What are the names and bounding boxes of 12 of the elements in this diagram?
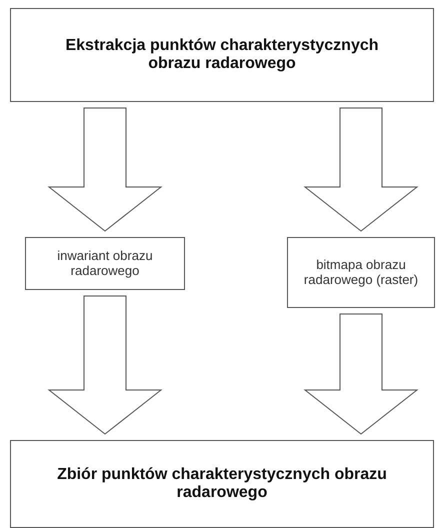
process-box (25, 237, 185, 290)
process-box (287, 237, 435, 308)
block-arrow (304, 314, 418, 435)
box-text: bitmapa obrazu radarowego (raster) (302, 258, 420, 288)
process-box (10, 8, 434, 102)
box-text: Zbiór punktów charakterystycznych obrazu radarowego (56, 466, 388, 502)
block-arrow (48, 108, 162, 232)
box-text: inwariant obrazu radarowego (56, 248, 154, 278)
block-arrow (304, 108, 418, 232)
block-arrow (48, 296, 162, 435)
box-text: Ekstrakcja punktów charakterystycznych obrazu radarowego (64, 36, 380, 74)
process-box (10, 440, 434, 528)
